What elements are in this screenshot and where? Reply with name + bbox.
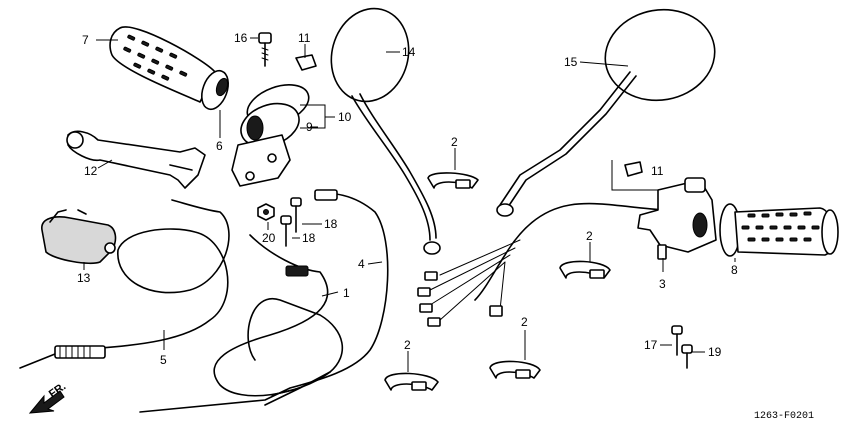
callout-1: 1 xyxy=(343,286,350,300)
right-grip-8 xyxy=(719,203,839,257)
cable-4 xyxy=(139,189,389,413)
callout-15: 15 xyxy=(564,55,578,69)
callout-11-left: 11 xyxy=(298,31,311,45)
band-2c xyxy=(384,372,439,391)
right-mirror-15 xyxy=(496,8,716,217)
callout-3: 3 xyxy=(659,277,666,291)
bolt-16 xyxy=(258,32,272,67)
callout-20: 20 xyxy=(262,231,276,245)
callout-6: 6 xyxy=(216,139,223,153)
callout-labels: 1 2 2 2 2 3 4 5 6 7 8 9 10 11 11 12 13 1… xyxy=(77,31,738,367)
callout-11-right: 11 xyxy=(651,164,664,178)
callout-4: 4 xyxy=(358,257,365,271)
band-2b xyxy=(559,260,611,279)
bolt-18b xyxy=(280,215,292,247)
right-switch-housing-3 xyxy=(637,177,717,260)
front-direction-label: FR. xyxy=(47,380,68,400)
callout-8: 8 xyxy=(731,263,738,277)
cap-11-right xyxy=(624,161,643,177)
callout-12: 12 xyxy=(84,164,98,178)
callout-5: 5 xyxy=(160,353,167,367)
callout-18b: 18 xyxy=(302,231,316,245)
callout-17: 17 xyxy=(644,338,658,352)
cap-11-left xyxy=(295,54,317,71)
screw-17 xyxy=(671,325,683,356)
callout-10: 10 xyxy=(338,110,352,124)
nut-20 xyxy=(257,203,275,221)
callout-13: 13 xyxy=(77,271,91,285)
callout-7: 7 xyxy=(82,33,89,47)
callout-14: 14 xyxy=(402,45,416,59)
callout-2a: 2 xyxy=(451,135,458,149)
bolt-18a xyxy=(290,197,302,233)
band-2d xyxy=(489,360,541,379)
cable-1 xyxy=(213,234,344,406)
leader-lines xyxy=(83,37,736,372)
left-mirror-14 xyxy=(330,7,441,255)
clutch-cable-5 xyxy=(19,199,230,369)
callout-9: 9 xyxy=(306,120,313,134)
callout-2b: 2 xyxy=(586,229,593,243)
band-2a xyxy=(427,172,479,189)
callout-2c: 2 xyxy=(404,338,411,352)
callout-19: 19 xyxy=(708,345,722,359)
wire-harness xyxy=(417,202,671,327)
switch-13 xyxy=(41,209,117,265)
callout-18a: 18 xyxy=(324,217,338,231)
left-grip-7 xyxy=(109,26,229,111)
left-switch-housing-9-10 xyxy=(231,84,310,187)
callout-2d: 2 xyxy=(521,315,528,329)
clutch-lever-12 xyxy=(66,130,206,189)
drawing-code: 1263-F0201 xyxy=(754,411,814,422)
callout-16: 16 xyxy=(234,31,248,45)
front-direction-arrow xyxy=(28,390,65,414)
leader-11-right xyxy=(611,160,660,191)
screw-19 xyxy=(681,344,693,369)
